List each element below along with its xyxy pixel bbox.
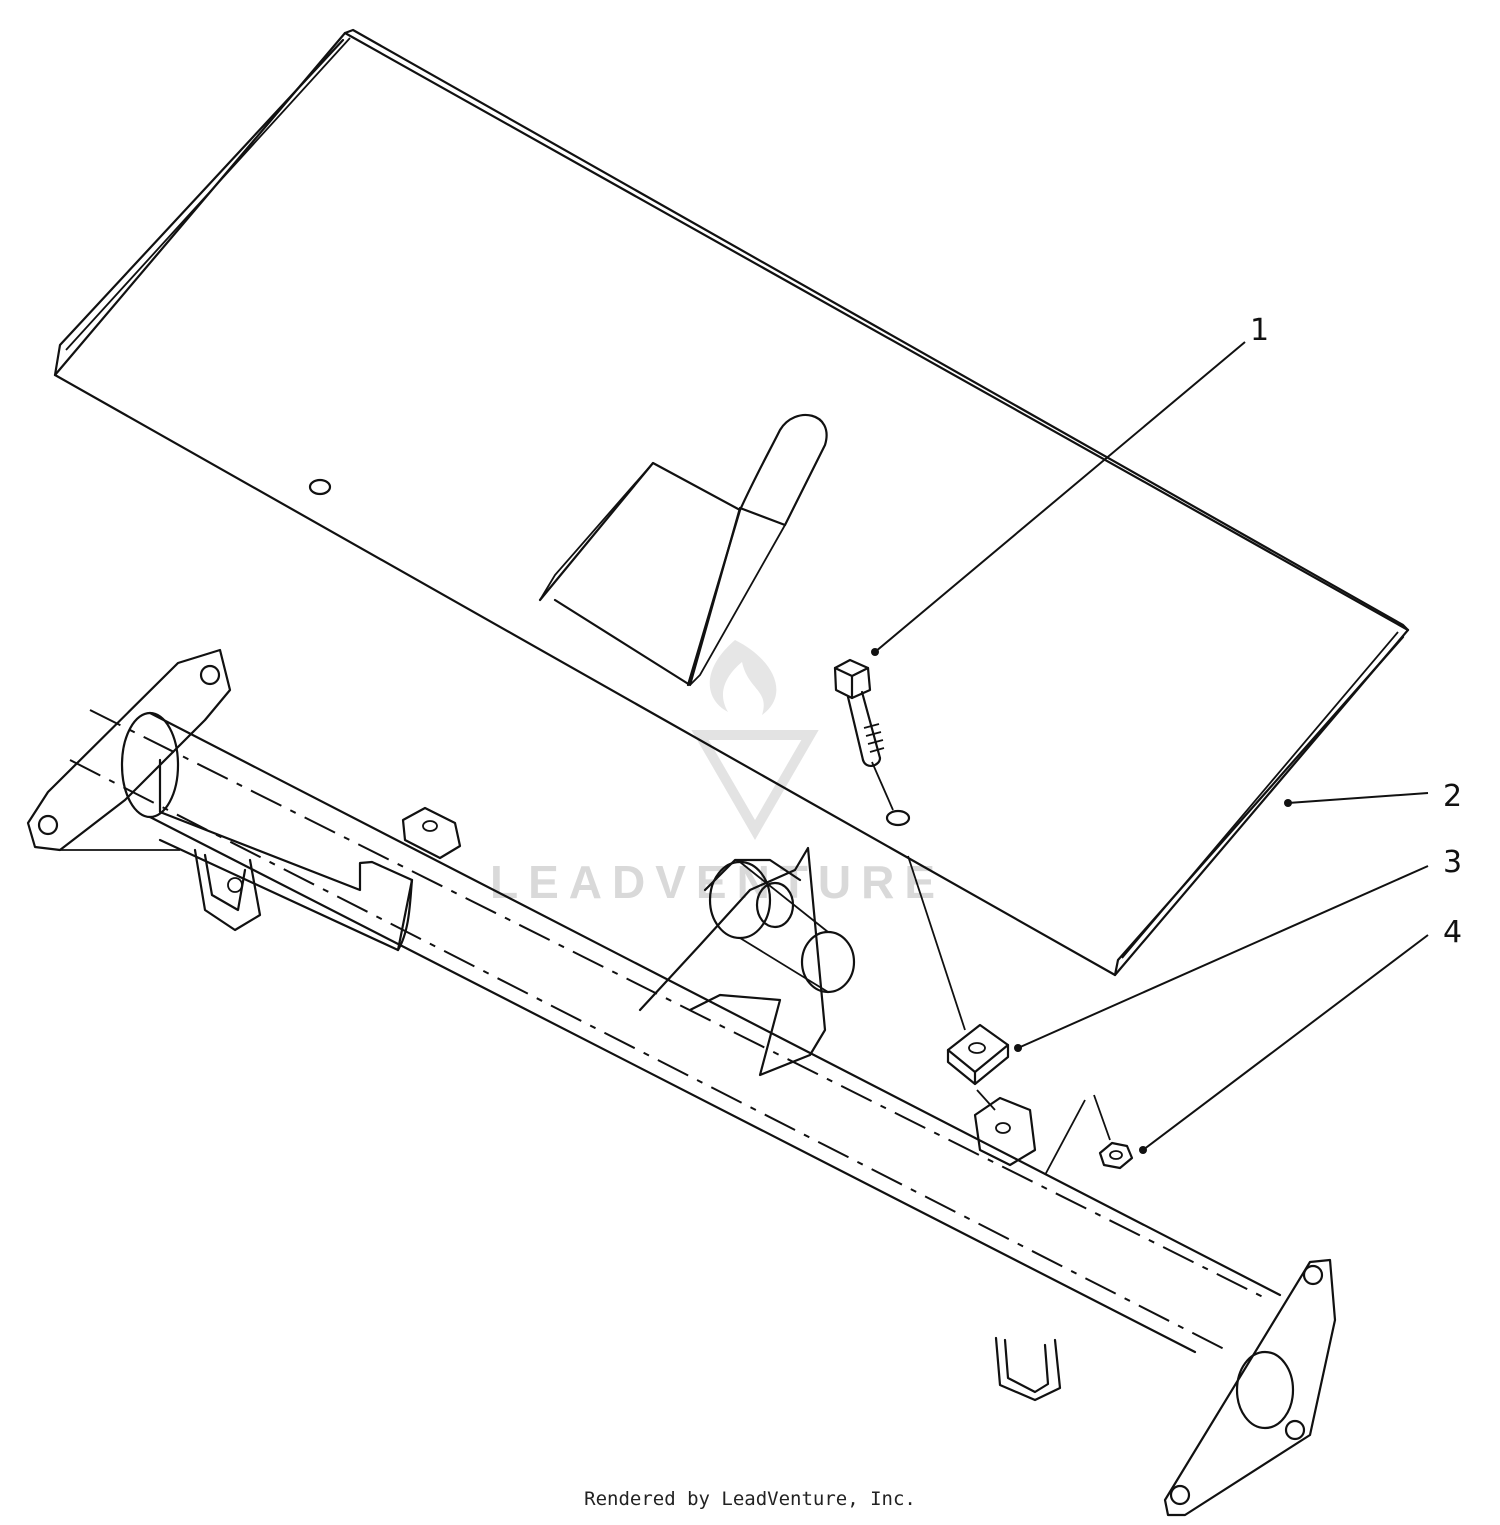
watermark-text: LEADVENTURE — [490, 856, 945, 908]
square-plate — [907, 855, 1010, 1111]
credit-text: Rendered by LeadVenture, Inc. — [584, 1488, 916, 1510]
callout-1: 1 — [1250, 313, 1269, 348]
callout-3: 3 — [1443, 845, 1462, 880]
flame-v-logo-icon — [691, 640, 819, 840]
deflector-plate — [53, 28, 1410, 977]
hex-bolt — [833, 658, 911, 827]
axle-tube — [26, 648, 1337, 1517]
callout-4: 4 — [1443, 915, 1462, 950]
callout-2: 2 — [1443, 779, 1462, 814]
callout-leaders — [871, 341, 1429, 1154]
flange-nut — [1093, 1094, 1134, 1170]
